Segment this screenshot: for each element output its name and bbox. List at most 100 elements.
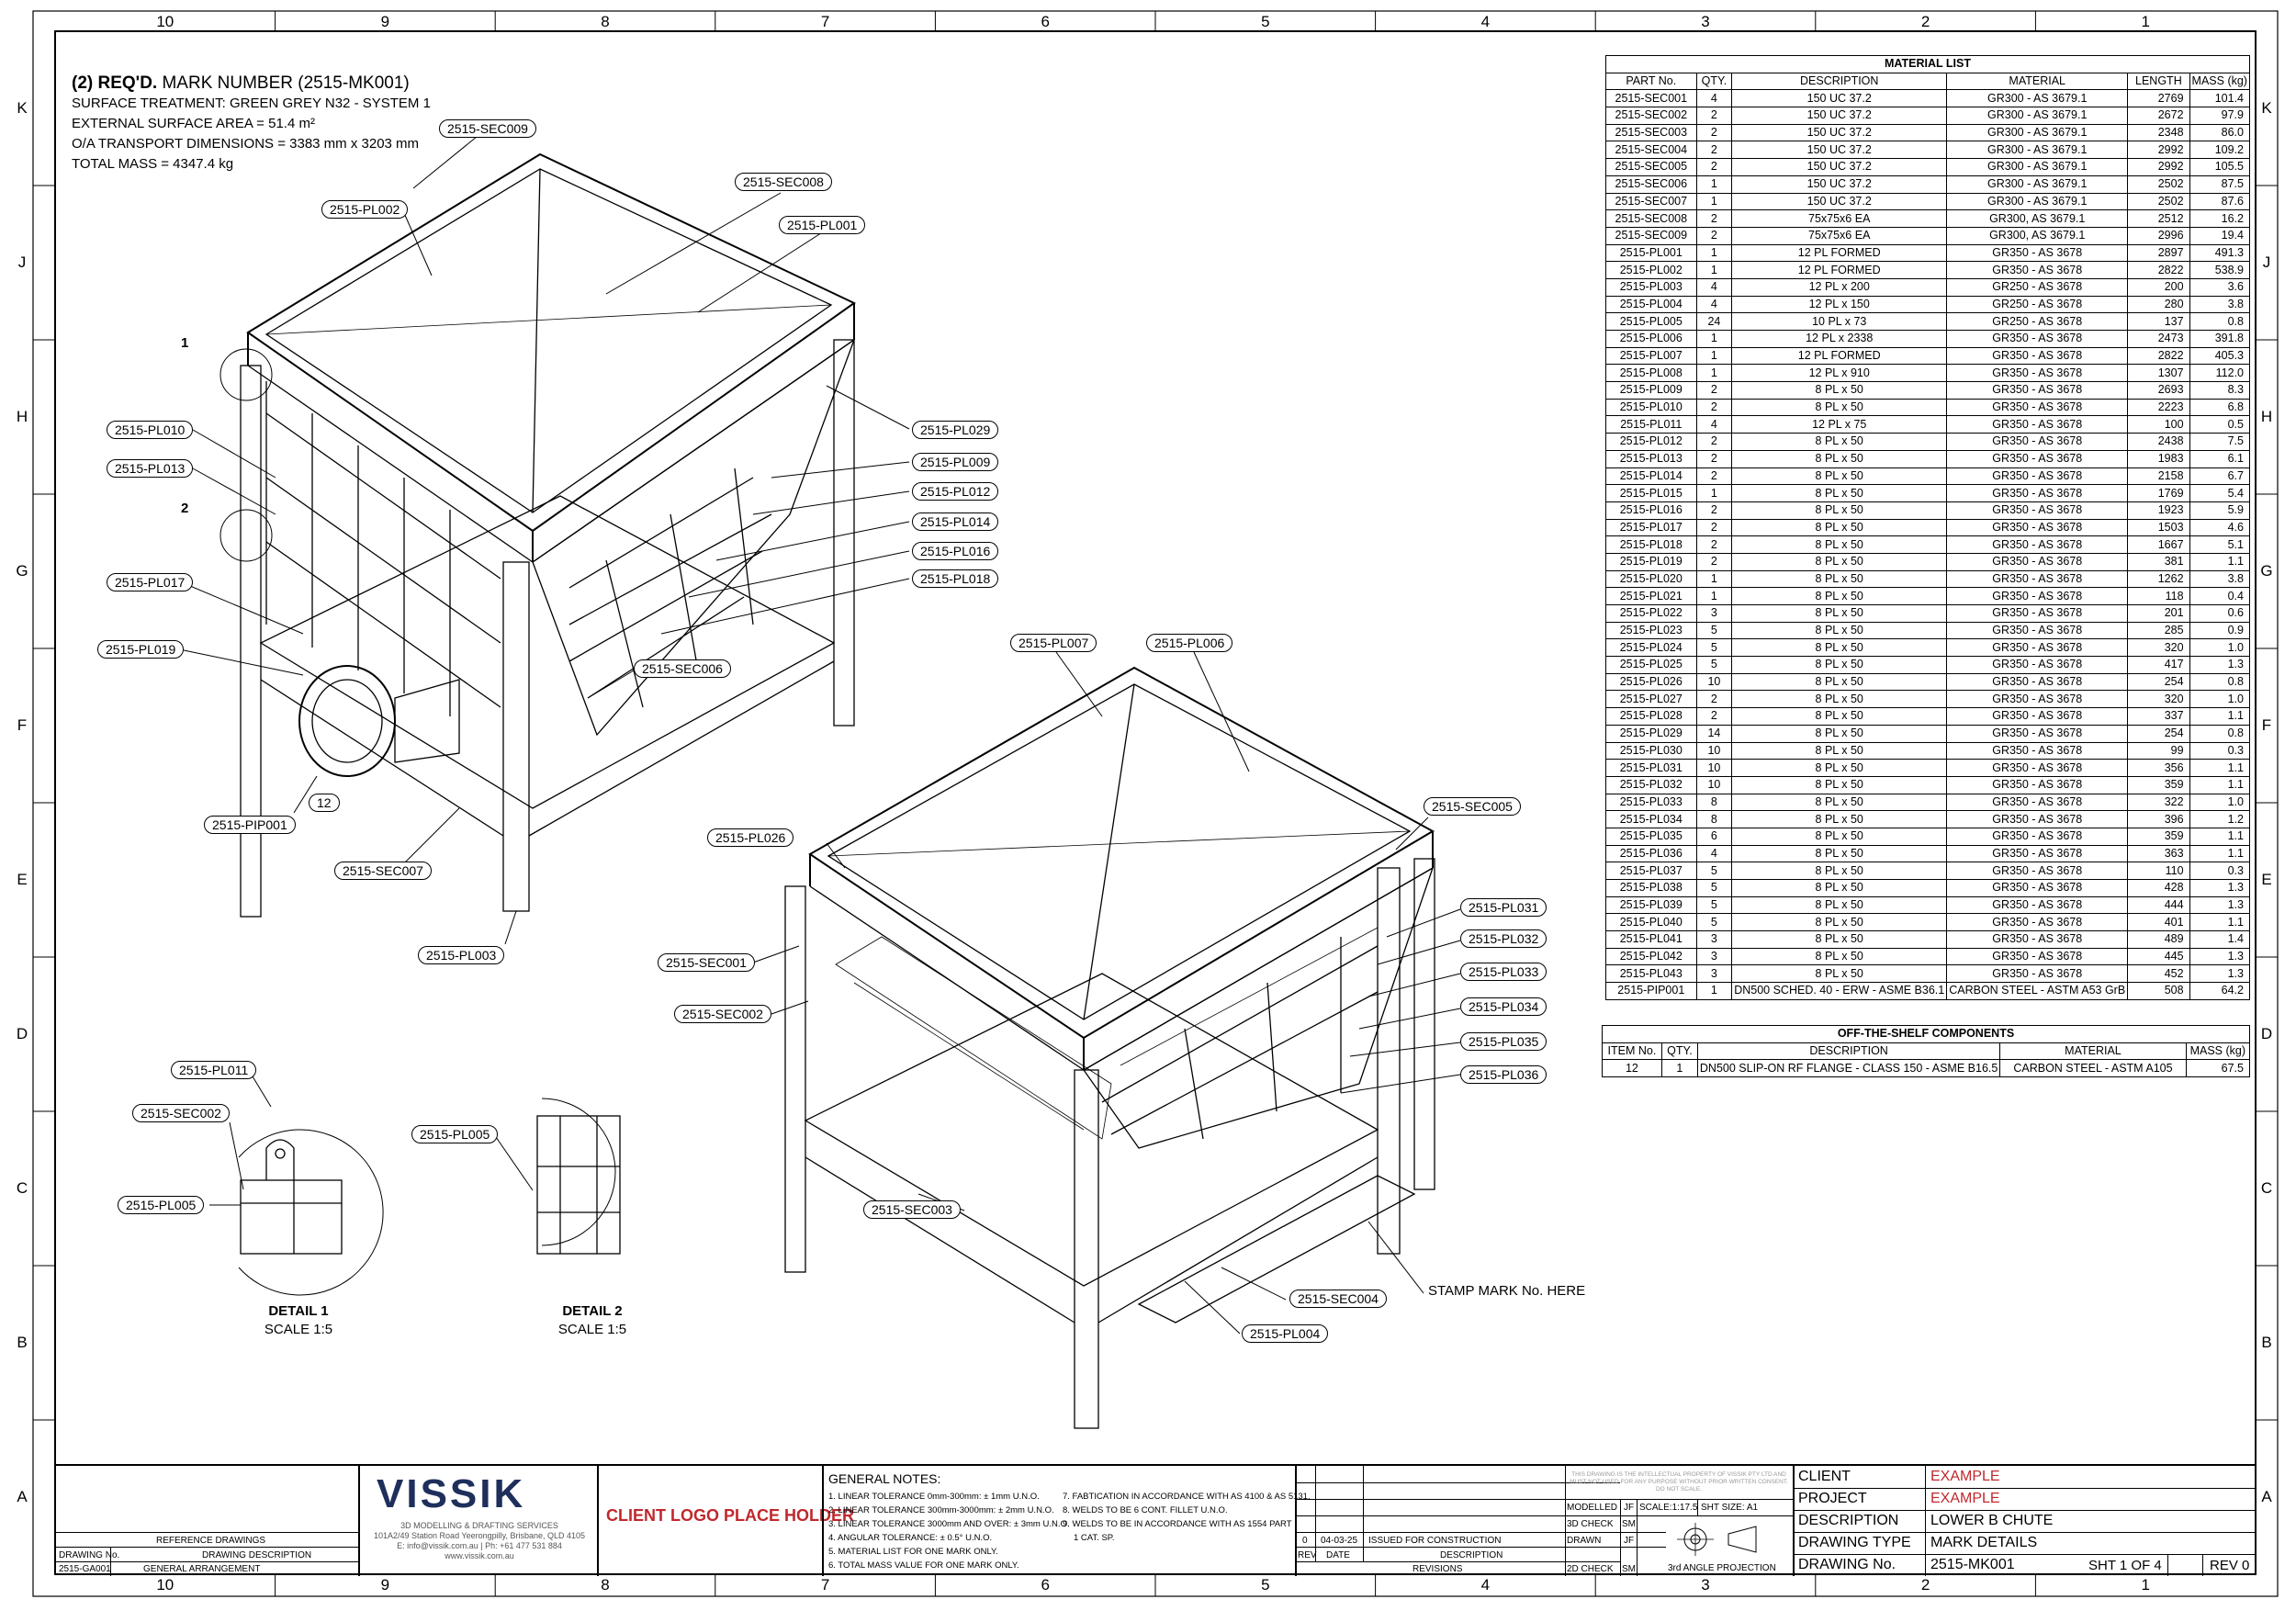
part-callout[interactable]: 2515-PL029 [912, 421, 999, 439]
off-the-shelf-cell: 67.5 [2185, 1059, 2251, 1078]
material-list-cell: 2515-PL027 [1605, 690, 1697, 709]
material-list-cell: 2515-PL028 [1605, 707, 1697, 726]
part-callout[interactable]: 2515-SEC008 [735, 173, 832, 191]
material-list-cell: 150 UC 37.2 [1731, 192, 1948, 211]
part-callout[interactable]: 2515-SEC007 [334, 862, 432, 880]
material-list-cell: 16.2 [2189, 209, 2251, 228]
part-callout[interactable]: 2515-PL004 [1242, 1324, 1329, 1343]
item-12-balloon[interactable]: 12 [309, 794, 340, 812]
part-callout[interactable]: 2515-PL009 [912, 453, 999, 471]
material-list-cell: GR350 - AS 3678 [1946, 381, 2129, 400]
part-callout[interactable]: 2515-PL011 [171, 1061, 257, 1079]
material-list-cell: 2515-PL011 [1605, 415, 1697, 434]
material-list-cell: 0.8 [2189, 724, 2251, 743]
material-list-cell: 110 [2127, 862, 2190, 880]
part-callout[interactable]: 2515-PL005 [411, 1125, 499, 1143]
part-callout[interactable]: 2515-PL001 [779, 216, 866, 234]
client-label: CLIENT [1798, 1469, 1851, 1484]
material-list-cell: 381 [2127, 552, 2190, 571]
part-callout[interactable]: 2515-PL003 [418, 946, 505, 964]
material-list-cell: 2438 [2127, 433, 2190, 451]
material-list-cell: 10 [1695, 775, 1733, 794]
material-list-cell: GR300, AS 3679.1 [1946, 209, 2129, 228]
part-callout[interactable]: 2515-SEC005 [1424, 797, 1521, 816]
part-callout[interactable]: 2515-PL006 [1146, 634, 1233, 652]
part-callout[interactable]: 2515-PL026 [707, 828, 794, 847]
off-the-shelf-components: OFF-THE-SHELF COMPONENTS ITEM No.QTY.DES… [1602, 1025, 2251, 1078]
material-list-cell: 1.1 [2189, 759, 2251, 777]
material-list-cell: 0.8 [2189, 312, 2251, 331]
part-callout[interactable]: 2515-PL012 [912, 482, 999, 501]
detail-marker-1[interactable]: 1 [181, 335, 189, 351]
part-callout[interactable]: 2515-PL018 [912, 569, 999, 588]
projection-label: 3rd ANGLE PROJECTION [1668, 1563, 1776, 1573]
part-callout[interactable]: 2515-SEC002 [674, 1005, 771, 1023]
part-callout[interactable]: 2515-PL031 [1460, 898, 1548, 917]
part-callout[interactable]: 2515-SEC002 [132, 1104, 230, 1122]
part-callout[interactable]: 2515-SEC001 [658, 953, 755, 972]
part-callout[interactable]: 2515-PL017 [107, 573, 194, 591]
material-list-header: MATERIAL [1946, 72, 2129, 91]
material-list-cell: 2515-PL015 [1605, 484, 1697, 502]
material-list-cell: 2515-PL007 [1605, 346, 1697, 366]
material-list-cell: 1 [1695, 364, 1733, 383]
material-list-cell: GR350 - AS 3678 [1946, 552, 2129, 571]
part-callout[interactable]: 2515-PL016 [912, 542, 999, 560]
material-list-cell: 1 [1695, 192, 1733, 211]
material-list-cell: GR350 - AS 3678 [1946, 569, 2129, 589]
material-list-cell: 2996 [2127, 226, 2190, 245]
material-list-cell: 8 PL x 50 [1731, 827, 1948, 846]
material-list-cell: 12 PL x 150 [1731, 295, 1948, 314]
part-callout[interactable]: 2515-PL005 [118, 1196, 205, 1214]
part-callout[interactable]: 2515-PL036 [1460, 1065, 1548, 1084]
drawn-by: JF [1624, 1536, 1635, 1546]
revision-col-description: DESCRIPTION [1440, 1550, 1503, 1560]
material-list-cell: GR350 - AS 3678 [1946, 724, 2129, 743]
material-list-cell: 2515-PL006 [1605, 330, 1697, 348]
material-list-cell: GR300 - AS 3679.1 [1946, 141, 2129, 160]
part-callout[interactable]: 2515-PL013 [107, 459, 194, 478]
part-callout[interactable]: 2515-PL002 [321, 200, 409, 219]
third-angle-projection-icon [1677, 1523, 1757, 1556]
material-list-cell: 396 [2127, 810, 2190, 828]
material-list-cell: 2 [1695, 226, 1733, 245]
part-callout[interactable]: 2515-PIP001 [204, 816, 296, 834]
material-list-cell: 8 PL x 50 [1731, 775, 1948, 794]
part-callout[interactable]: 2515-SEC006 [634, 659, 731, 678]
part-callout[interactable]: 2515-PL007 [1010, 634, 1097, 652]
zone-column-label: 2 [1920, 13, 1930, 30]
material-list-cell: 8 PL x 50 [1731, 759, 1948, 777]
part-callout[interactable]: 2515-PL019 [97, 640, 185, 659]
drawing-type-value: MARK DETAILS [1930, 1535, 2038, 1550]
detail-marker-2[interactable]: 2 [181, 501, 189, 516]
part-callout[interactable]: 2515-SEC003 [863, 1200, 961, 1219]
material-list-cell: 8 PL x 50 [1731, 690, 1948, 709]
part-callout[interactable]: 2515-SEC009 [439, 119, 536, 138]
material-list-cell: 1 [1695, 330, 1733, 348]
part-callout[interactable]: 2515-PL014 [912, 513, 999, 531]
material-list-cell: GR350 - AS 3678 [1946, 638, 2129, 658]
material-list-cell: GR350 - AS 3678 [1946, 827, 2129, 846]
part-callout[interactable]: 2515-PL032 [1460, 929, 1548, 948]
material-list-header: MASS (kg) [2189, 72, 2251, 91]
part-callout[interactable]: 2515-PL035 [1460, 1032, 1548, 1051]
company-details: 3D MODELLING & DRAFTING SERVICES 101A2/4… [374, 1521, 585, 1560]
material-list-cell: 3 [1695, 947, 1733, 966]
material-list-cell: 10 PL x 73 [1731, 312, 1948, 331]
material-list-cell: 2515-PL012 [1605, 433, 1697, 451]
part-callout[interactable]: 2515-SEC004 [1289, 1290, 1387, 1308]
part-callout[interactable]: 2515-PL033 [1460, 963, 1548, 981]
material-list-cell: 2 [1695, 381, 1733, 400]
part-callout[interactable]: 2515-PL034 [1460, 997, 1548, 1016]
material-list-cell: GR350 - AS 3678 [1946, 741, 2129, 760]
material-list-cell: 8 PL x 50 [1731, 638, 1948, 658]
part-callout[interactable]: 2515-PL010 [107, 421, 194, 439]
material-list-cell: 1 [1695, 261, 1733, 279]
